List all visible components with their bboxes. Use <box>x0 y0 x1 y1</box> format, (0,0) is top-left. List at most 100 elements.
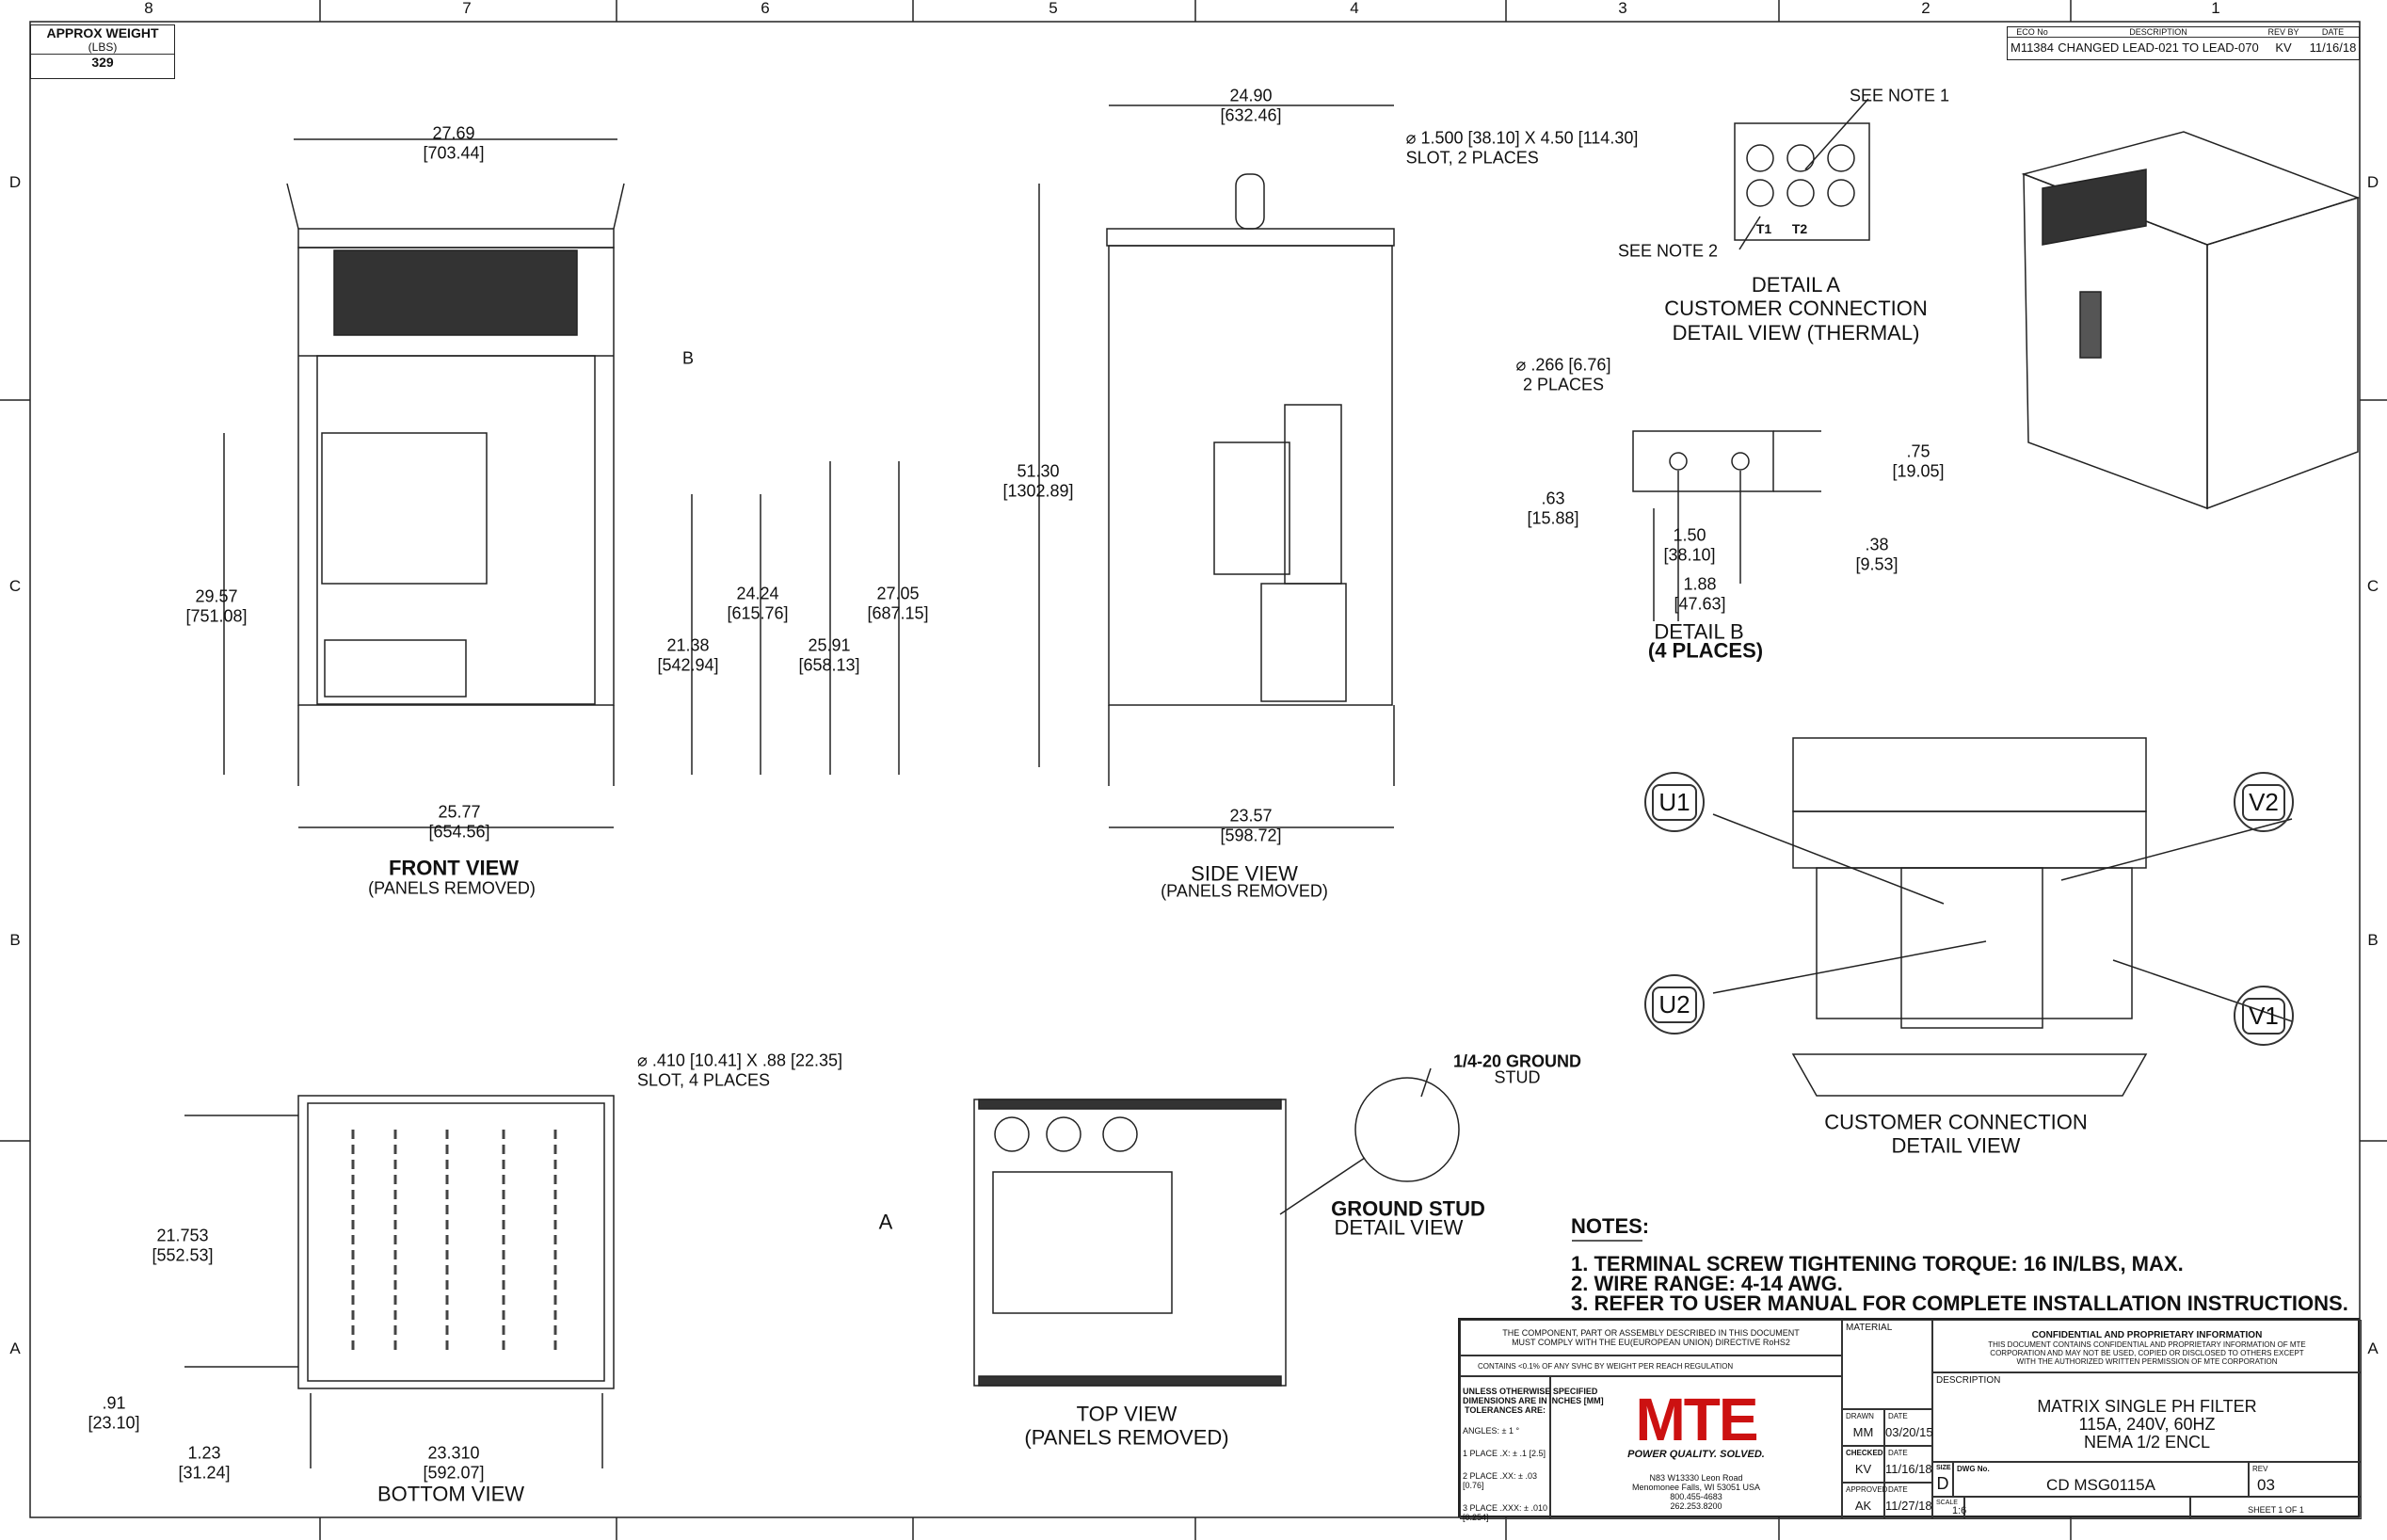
dim: 1.50 [38.10] <box>1663 525 1716 564</box>
drawn-label: DRAWN <box>1846 1412 1874 1420</box>
callout-b: B <box>681 348 695 368</box>
date-label: DATE <box>1888 1412 1908 1420</box>
terminal-v2: V2 <box>2234 772 2294 832</box>
callout-a: A <box>878 1210 893 1234</box>
zone-col: 3 <box>1618 0 1627 17</box>
note-item: 3. REFER TO USER MANUAL FOR COMPLETE INS… <box>1571 1291 2348 1315</box>
zone-row: D <box>2366 173 2379 191</box>
side-view-title: SIDE VIEW <box>1191 861 1298 886</box>
drawn-date-cell: DATE 03/20/15 <box>1884 1409 1933 1446</box>
terminal-t1: T1 <box>1755 220 1772 236</box>
approved-label: APPROVED <box>1846 1485 1888 1494</box>
title-block: THE COMPONENT, PART OR ASSEMBLY DESCRIBE… <box>1458 1318 2362 1522</box>
note-item: 2. WIRE RANGE: 4-14 AWG. <box>1571 1272 1843 1295</box>
description-cell: DESCRIPTION MATRIX SINGLE PH FILTER 115A… <box>1932 1372 2362 1462</box>
dim: .38 [9.53] <box>1855 535 1898 573</box>
detail-a-drawing <box>1734 98 1870 250</box>
dim: 1.88 [47.63] <box>1674 574 1726 613</box>
weight-label: APPROX WEIGHT <box>46 25 159 40</box>
rev-label: REV <box>2252 1465 2268 1473</box>
dwg-cell: DWG No.CD MSG0115A <box>1953 1462 2249 1497</box>
front-view-drawing <box>223 138 900 828</box>
dim-height: 25.91 [658.13] <box>798 635 860 674</box>
approved-cell: APPROVED AK <box>1842 1483 1888 1519</box>
company-block: MTE POWER QUALITY. SOLVED. N83 W13330 Le… <box>1550 1376 1842 1519</box>
approved-by: AK <box>1854 1499 1872 1513</box>
confidential-heading: CONFIDENTIAL AND PROPRIETARY INFORMATION <box>2031 1330 2263 1340</box>
terminal-v1: V1 <box>2234 986 2294 1046</box>
tolerance: 1 PLACE .X: ± .1 [2.5] <box>1463 1449 1546 1458</box>
checked-date-cell: DATE 11/16/18 <box>1884 1446 1932 1483</box>
dim-height: 21.38 [542.94] <box>657 635 719 674</box>
dim: 21.753 [552.53] <box>152 1226 214 1264</box>
drawn-date: 03/20/15 <box>1885 1425 1933 1439</box>
slot-note: ⌀ 1.500 [38.10] X 4.50 [114.30] SLOT, 2 … <box>1405 128 1639 167</box>
scale-label: SCALE <box>1936 1500 1958 1506</box>
ground-stud-title: GROUND STUD <box>1331 1196 1485 1221</box>
dim: .75 [19.05] <box>1892 441 1945 480</box>
rev-header: DATE <box>2321 27 2345 37</box>
dim-height: 24.24 [615.76] <box>727 584 789 622</box>
zone-row: C <box>8 577 22 595</box>
zone-col: 6 <box>761 0 770 17</box>
checked-label: CHECKED <box>1846 1449 1883 1457</box>
scale: 1:6 <box>1952 1505 1967 1516</box>
terminal-t2: T2 <box>1791 220 1808 236</box>
confidential-body: THIS DOCUMENT CONTAINS CONFIDENTIAL AND … <box>1988 1340 2306 1366</box>
zone-col: 8 <box>144 0 153 17</box>
tolerance: 2 PLACE .XX: ± .03 [0.76] <box>1463 1471 1537 1490</box>
material-cell: MATERIAL <box>1842 1320 1932 1409</box>
address: N83 W13330 Leon Road Menomonee Falls, WI… <box>1631 1473 1761 1511</box>
rev-by: KV <box>2275 40 2292 55</box>
dim-height: 27.05 [687.15] <box>867 584 929 622</box>
see-note-1: SEE NOTE 1 <box>1849 86 1950 105</box>
isometric-view-drawing <box>2021 131 2361 510</box>
rev-date: 11/16/18 <box>2309 40 2357 55</box>
dim: 23.310 [592.07] <box>423 1443 485 1482</box>
weight-units: (LBS) <box>31 40 174 55</box>
dim-height: 29.57 [751.08] <box>185 586 248 625</box>
tolerance: 3 PLACE .XXX: ± .010 [0.254] <box>1463 1503 1547 1522</box>
zone-col: 7 <box>462 0 472 17</box>
zone-col: 4 <box>1350 0 1359 17</box>
description: MATRIX SINGLE PH FILTER 115A, 240V, 60HZ… <box>2037 1397 2257 1452</box>
dwg-label: DWG No. <box>1957 1465 1990 1473</box>
approved-date: 11/27/18 <box>1885 1499 1932 1513</box>
customer-connection-title: CUSTOMER CONNECTION DETAIL VIEW <box>1824 1110 2088 1158</box>
terminal-u1: U1 <box>1644 772 1705 832</box>
slot-note: ⌀ .410 [10.41] X .88 [22.35] SLOT, 4 PLA… <box>637 1051 842 1089</box>
dim-width: 25.77 [654.56] <box>428 802 490 841</box>
drawn-cell: DRAWN MM <box>1842 1409 1884 1446</box>
zone-row: D <box>8 173 22 191</box>
sheet: SHEET 1 OF 1 <box>2190 1497 2362 1519</box>
date-label: DATE <box>1888 1485 1908 1494</box>
date-label: DATE <box>1888 1449 1908 1457</box>
approved-date-cell: DATE 11/27/18 <box>1884 1483 1932 1519</box>
tolerance-heading: UNLESS OTHERWISE SPECIFIED DIMENSIONS AR… <box>1463 1387 1604 1415</box>
drawn-by: MM <box>1852 1425 1874 1439</box>
detail-b-subtitle: (4 PLACES) <box>1647 638 1764 663</box>
side-view-subtitle: (PANELS REMOVED) <box>1161 881 1328 901</box>
tolerances: UNLESS OTHERWISE SPECIFIED DIMENSIONS AR… <box>1460 1376 1604 1522</box>
dim: 1.23 [31.24] <box>178 1443 231 1482</box>
detail-a-title: DETAIL A CUSTOMER CONNECTION DETAIL VIEW… <box>1664 273 1928 345</box>
notes-heading: NOTES: <box>1571 1214 1650 1238</box>
bottom-view-drawing <box>184 1095 615 1468</box>
detail-b-drawing <box>1632 430 1821 621</box>
dim-depth: 24.90 [632.46] <box>1220 86 1282 124</box>
weight-value: 329 <box>91 55 114 70</box>
size-label: SIZE <box>1936 1465 1951 1471</box>
note-item: 1. TERMINAL SCREW TIGHTENING TORQUE: 16 … <box>1571 1252 2184 1275</box>
eco-no: M11384 <box>2010 40 2054 55</box>
dim: .63 [15.88] <box>1527 489 1579 527</box>
zone-row: A <box>2367 1339 2379 1357</box>
terminal-u2: U2 <box>1644 974 1705 1035</box>
ground-stud-subtitle: DETAIL VIEW <box>1334 1215 1464 1240</box>
checked-date: 11/16/18 <box>1885 1462 1932 1476</box>
ground-stud-label: 1/4-20 GROUND <box>1452 1051 1582 1071</box>
